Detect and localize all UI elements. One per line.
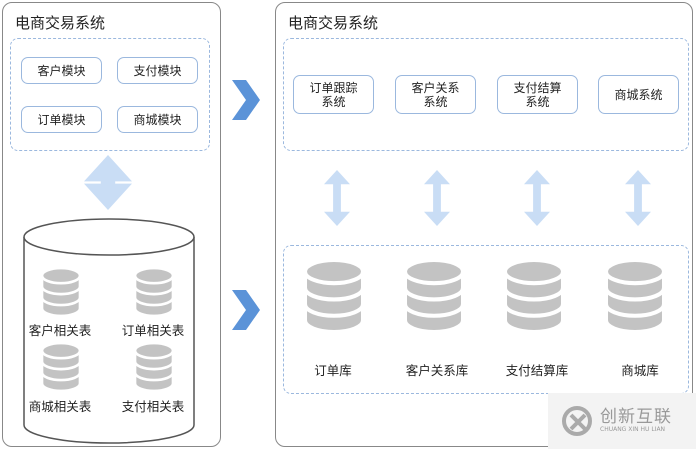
system-order-tracking: 订单跟踪 系统 (293, 75, 374, 114)
database-icon (603, 257, 667, 334)
chevron-right-icon (232, 80, 260, 120)
module-order: 订单模块 (21, 106, 102, 133)
table-label-customer: 客户相关表 (28, 323, 92, 338)
database-icon (402, 257, 466, 334)
database-icon (502, 257, 566, 334)
module-payment: 支付模块 (117, 57, 198, 84)
table-mall-icon (40, 341, 82, 393)
watermark-en: CHUANG XIN HU LIAN (600, 426, 666, 433)
table-label-order: 订单相关表 (121, 323, 185, 338)
monolith-title: 电商交易系统 (15, 14, 106, 32)
microservice-title: 电商交易系统 (288, 14, 379, 32)
table-label-mall: 商城相关表 (28, 399, 92, 414)
system-crm: 客户关系 系统 (395, 75, 476, 114)
database-cylinder-top (23, 218, 195, 256)
table-label-payment: 支付相关表 (121, 399, 185, 414)
db-label-mall: 商城库 (621, 363, 659, 378)
double-arrow-icon (84, 155, 132, 210)
db-label-payment: 支付结算库 (505, 363, 569, 378)
databases-group (283, 245, 689, 394)
system-mall: 商城系统 (598, 75, 679, 114)
module-mall: 商城模块 (117, 106, 198, 133)
double-arrow-icon (524, 170, 550, 226)
db-label-order: 订单库 (314, 363, 352, 378)
systems-group (283, 38, 689, 151)
logo-icon (562, 406, 592, 436)
watermark-cn: 创新互联 (600, 407, 672, 427)
double-arrow-icon (324, 170, 350, 226)
monolith-modules-group (10, 38, 210, 151)
table-payment-icon (133, 341, 175, 393)
double-arrow-icon (625, 170, 651, 226)
database-icon (302, 257, 366, 334)
db-label-crm: 客户关系库 (405, 363, 469, 378)
chevron-right-icon (232, 290, 260, 330)
module-customer: 客户模块 (21, 57, 102, 84)
table-order-icon (133, 266, 175, 318)
system-payment-settlement: 支付结算 系统 (497, 75, 578, 114)
double-arrow-icon (424, 170, 450, 226)
table-customer-icon (40, 266, 82, 318)
